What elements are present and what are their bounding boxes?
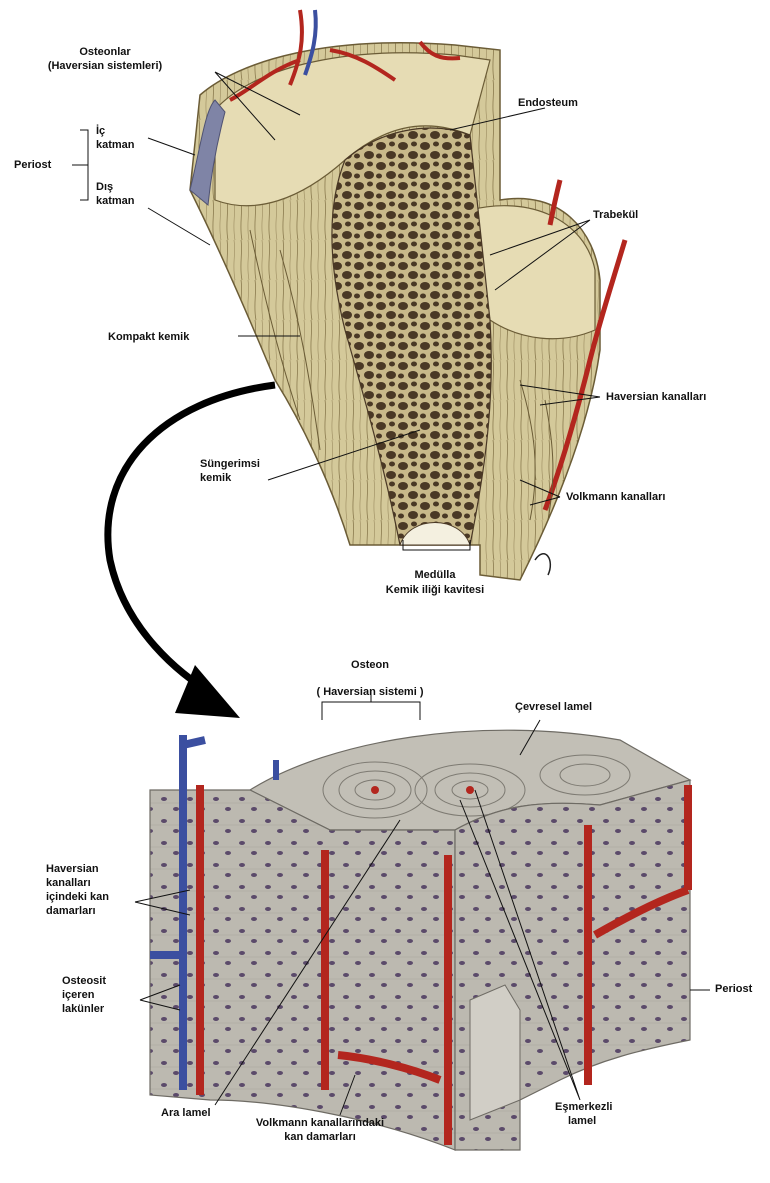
label-kompakt-kemik: Kompakt kemik <box>108 330 189 344</box>
label-vk-1: Volkmann kanallarındaki <box>235 1116 405 1130</box>
label-osteonlar: Osteonlar <box>15 45 195 59</box>
label-dis: Dış <box>96 180 113 194</box>
label-periost-bottom: Periost <box>715 982 752 996</box>
label-haversian-kanallari: Haversian kanalları <box>606 390 706 404</box>
label-periost: Periost <box>14 158 51 172</box>
block-step-cut <box>470 985 520 1120</box>
zoom-arrow <box>108 385 275 695</box>
label-ic-katman: katman <box>96 138 135 152</box>
label-hk-3: içindeki kan <box>46 890 109 904</box>
label-vk-2: kan damarları <box>235 1130 405 1144</box>
label-kemik-iligi: Kemik iliği kavitesi <box>350 583 520 597</box>
label-volkmann-kanallari: Volkmann kanalları <box>566 490 665 504</box>
label-ara-lamel: Ara lamel <box>161 1106 211 1120</box>
label-es-2: lamel <box>568 1114 596 1128</box>
label-medulla: Medülla <box>360 568 510 582</box>
osteon-block <box>150 730 690 1150</box>
label-dis-katman: katman <box>96 194 135 208</box>
label-endosteum: Endosteum <box>518 96 578 110</box>
label-os-3: lakünler <box>62 1002 104 1016</box>
label-cevresel-lamel: Çevresel lamel <box>515 700 592 714</box>
label-es-1: Eşmerkezli <box>555 1100 612 1114</box>
label-os-1: Osteosit <box>62 974 106 988</box>
label-sungerimsi-kemik: kemik <box>200 471 231 485</box>
label-sungerimsi: Süngerimsi <box>200 457 260 471</box>
label-hk-2: kanalları <box>46 876 91 890</box>
label-trabekul: Trabekül <box>593 208 638 222</box>
label-os-2: içeren <box>62 988 94 1002</box>
label-osteon: Osteon <box>320 658 420 672</box>
label-ic: İç <box>96 124 105 138</box>
label-haversian-sistemi: ( Haversian sistemi ) <box>300 685 440 699</box>
label-hk-1: Haversian <box>46 862 99 876</box>
label-hk-4: damarları <box>46 904 96 918</box>
label-haversian-sistemleri: (Haversian sistemleri) <box>15 59 195 73</box>
